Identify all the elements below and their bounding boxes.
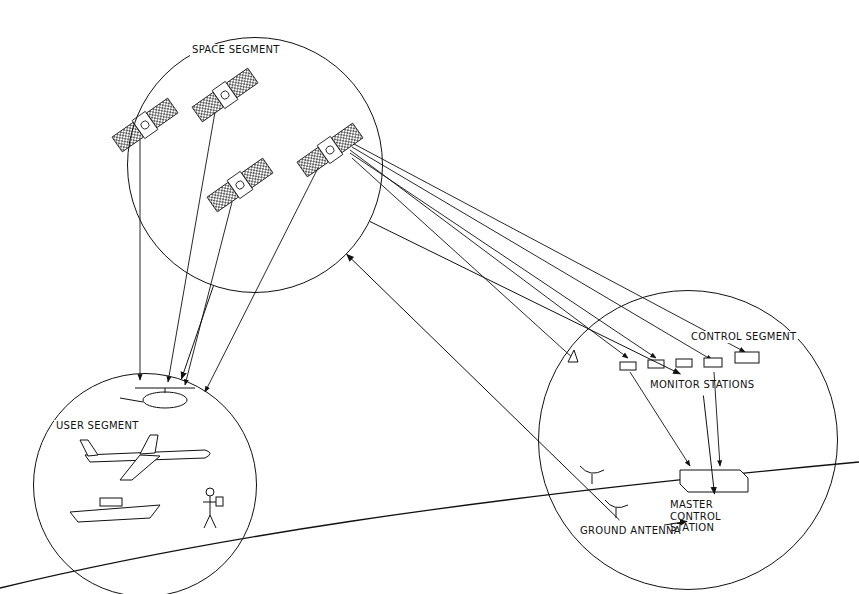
horizon-line bbox=[0, 462, 859, 588]
signal-arrow bbox=[370, 221, 680, 374]
segment-label: CONTROL SEGMENT bbox=[689, 331, 798, 343]
segment-label: MASTER CONTROL STATION bbox=[670, 499, 764, 534]
user-segment: USER SEGMENT bbox=[33, 373, 257, 594]
ground-equipment bbox=[568, 350, 759, 518]
space-segment: SPACE SEGMENT bbox=[127, 37, 383, 293]
segment-label: GROUND ANTENNA bbox=[580, 525, 681, 537]
signal-arrow bbox=[703, 396, 714, 495]
segment-label: SPACE SEGMENT bbox=[190, 44, 282, 56]
segment-label: USER SEGMENT bbox=[54, 420, 141, 432]
user-vehicles bbox=[70, 388, 223, 528]
segment-label: MONITOR STATIONS bbox=[650, 379, 754, 391]
signal-arrow bbox=[181, 286, 213, 379]
ground-antenna-label: GROUND ANTENNA bbox=[577, 523, 684, 539]
signal-lines bbox=[140, 112, 745, 466]
signal-arrow bbox=[347, 254, 620, 520]
master-control-label: MASTER CONTROL STATION bbox=[667, 497, 767, 536]
monitor-stations-label: MONITOR STATIONS bbox=[647, 377, 757, 393]
control-segment: CONTROL SEGMENT MONITOR STATIONS MASTER CO… bbox=[538, 290, 838, 590]
satellites bbox=[111, 66, 364, 213]
